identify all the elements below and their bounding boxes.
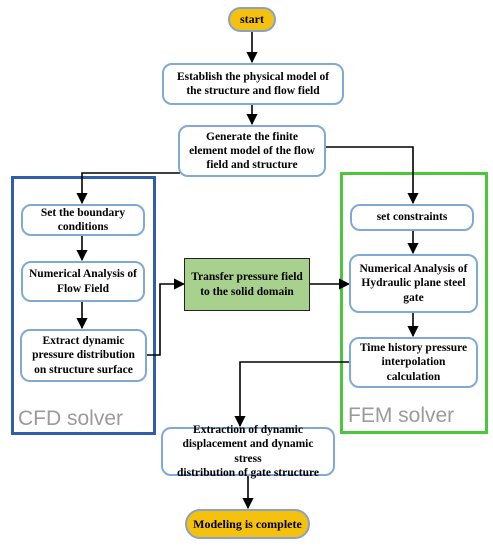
cfd-solver-label: CFD solver [18, 407, 124, 430]
arrow-finite-to-boundary [76, 172, 180, 205]
arrow-timehistory-to-extraction [234, 361, 349, 428]
modeling-complete-node: Modeling is complete [185, 509, 310, 539]
fem-solver-label: FEM solver [348, 404, 455, 427]
finite-element-model-node: Generate the finite element model of the… [178, 125, 326, 177]
arrow-finite-to-constraints [323, 146, 419, 205]
set-constraints-node: set constraints [350, 204, 474, 231]
transfer-pressure-node: Transfer pressure field to the solid dom… [184, 258, 310, 311]
cfd-solver-group [11, 176, 156, 435]
extraction-results-node: Extraction of dynamic displacement and d… [161, 424, 335, 479]
extract-pressure-node: Extract dynamic pressure distribution on… [20, 329, 147, 382]
start-node: start [228, 7, 276, 32]
time-history-node: Time history pressure interpolation calc… [349, 337, 478, 388]
physical-model-node: Establish the physical model of the stru… [162, 63, 344, 105]
boundary-conditions-node: Set the boundary conditions [21, 204, 145, 236]
gate-analysis-node: Numerical Analysis of Hydraulic plane st… [349, 254, 478, 313]
fem-solver-group [340, 172, 488, 434]
flow-field-analysis-node: Numerical Analysis of Flow Field [21, 261, 145, 302]
arrow-extract-to-transfer [147, 278, 186, 356]
